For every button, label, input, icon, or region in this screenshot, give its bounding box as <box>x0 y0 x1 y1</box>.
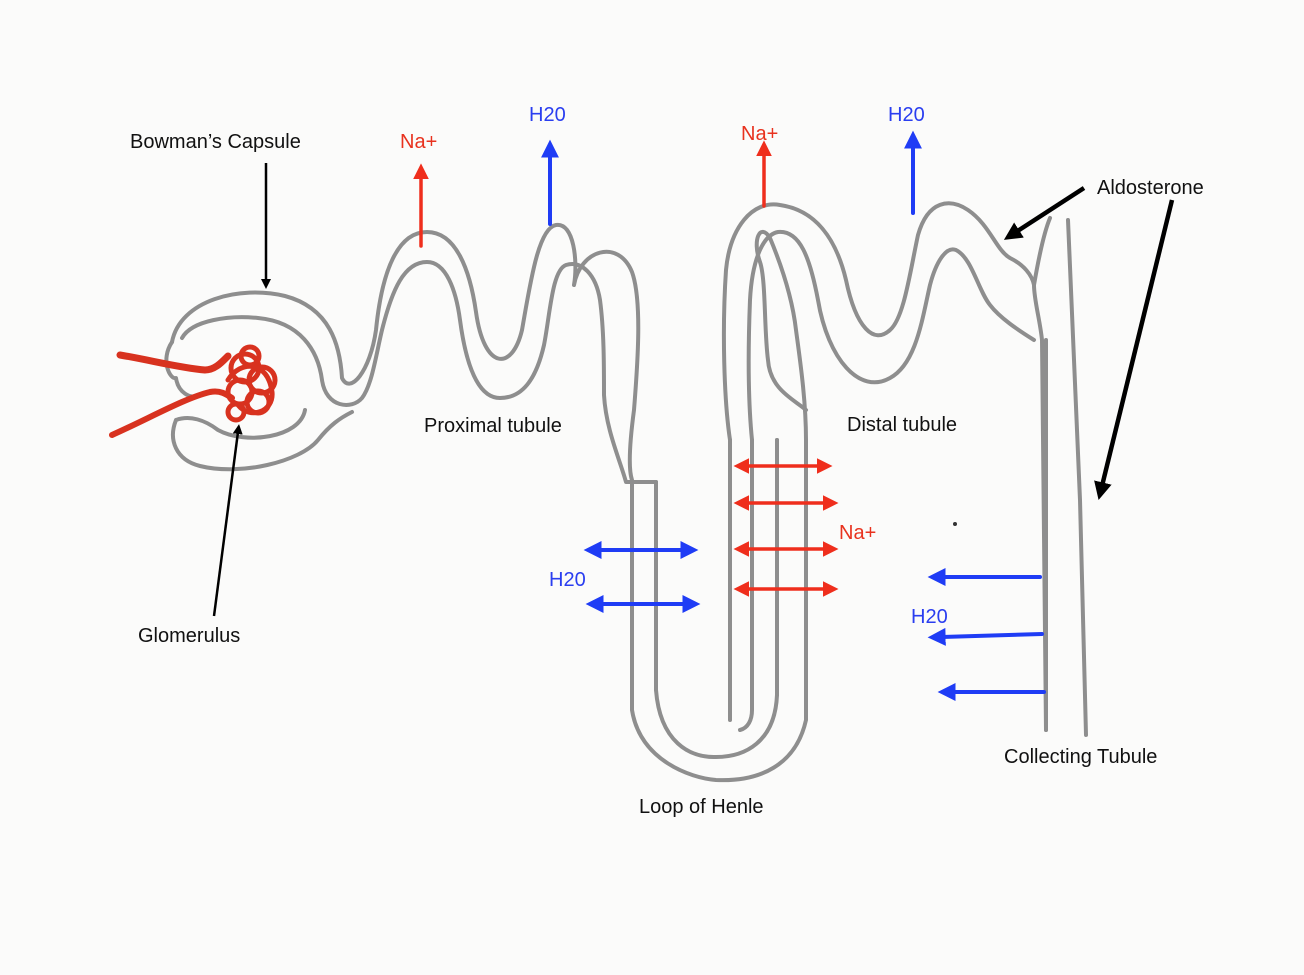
pencil-dot <box>953 522 957 526</box>
collecting-tubule-right-wall <box>1068 220 1086 735</box>
proximal-tubule-label: Proximal tubule <box>424 416 562 436</box>
aldosterone-label: Aldosterone <box>1097 178 1204 198</box>
h2o-collecting-arrow-2 <box>942 634 1042 637</box>
bowmans-capsule-label: Bowman’s Capsule <box>130 132 301 152</box>
na-proximal-label: Na+ <box>400 132 437 152</box>
glomerulus-label: Glomerulus <box>138 626 240 646</box>
loop-descending-inner <box>740 440 752 730</box>
aldosterone-pointer-distal <box>1016 188 1084 232</box>
na-ascending-limb-label: Na+ <box>839 523 876 543</box>
h2o-descending-limb-label: H20 <box>549 570 586 590</box>
glomerulus-capillary-tuft <box>228 347 275 420</box>
aldosterone-pointer-collecting <box>1102 200 1172 486</box>
pointer-arrows <box>214 163 1172 616</box>
bowmans-capsule-outer-wall <box>172 225 806 780</box>
h2o-distal-label: H20 <box>888 105 925 125</box>
distal-tubule-inner-wall <box>749 232 1034 440</box>
glomerulus-pointer <box>214 432 238 616</box>
h2o-collecting-label: H20 <box>911 607 948 627</box>
h2o-proximal-label: H20 <box>529 105 566 125</box>
distal-tubule-label: Distal tubule <box>847 415 957 435</box>
tubule-outline <box>166 203 1086 780</box>
afferent-arteriole <box>120 355 228 370</box>
na-distal-label: Na+ <box>741 124 778 144</box>
collecting-tubule-label: Collecting Tubule <box>1004 747 1157 767</box>
loop-of-henle-label: Loop of Henle <box>639 797 764 817</box>
glomerulus-vessels <box>112 347 275 435</box>
sodium-arrows <box>421 153 826 589</box>
water-arrows <box>550 145 1044 692</box>
